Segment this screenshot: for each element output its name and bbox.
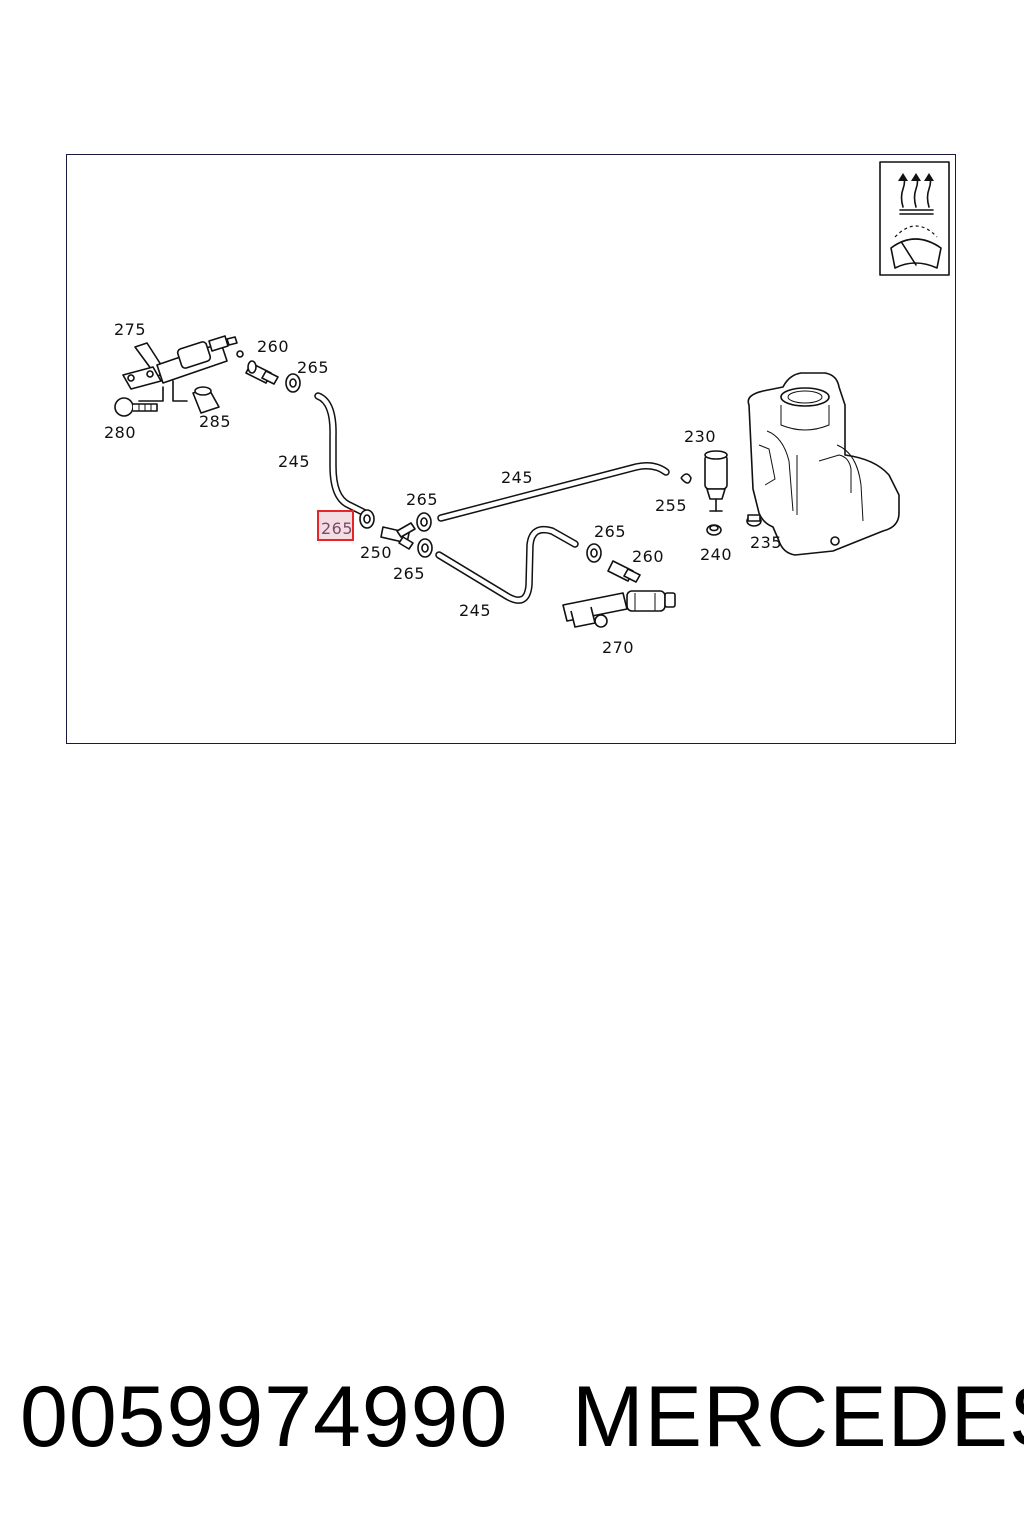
clamp-265-lower-right [586, 543, 602, 563]
callout-235: 235 [750, 533, 782, 552]
callout-260-upper: 260 [257, 337, 289, 356]
callout-265-upper: 265 [297, 358, 329, 377]
callout-265-mid-lower: 265 [393, 564, 425, 583]
brand-name: MERCEDES [572, 1369, 1024, 1465]
check-valve-260-upper [245, 360, 279, 385]
callout-265-highlighted[interactable]: 265 [321, 519, 353, 538]
washer-pump-230 [704, 450, 728, 512]
callout-255: 255 [655, 496, 687, 515]
grommet-240 [706, 524, 722, 536]
callout-260-lower: 260 [632, 547, 664, 566]
callout-265-mid-upper: 265 [406, 490, 438, 509]
clamp-265-mid-lower [417, 538, 433, 558]
part-number: 0059974990 [20, 1369, 509, 1465]
diagram-canvas: 275 260 265 280 285 245 265 250 265 265 … [104, 161, 950, 657]
nut-285 [192, 386, 220, 414]
bolt-280 [114, 397, 158, 417]
highlight-box[interactable] [317, 510, 354, 541]
cap-235 [746, 514, 762, 527]
nozzle-assembly-275 [122, 335, 244, 402]
clamp-265-mid-upper [416, 512, 432, 532]
nozzle-assembly-270 [562, 590, 676, 628]
clamp-265-upper [285, 373, 301, 393]
washer-reservoir [747, 372, 900, 556]
callout-265-lower-right: 265 [594, 522, 626, 541]
callout-275: 275 [114, 320, 146, 339]
hose-245-top [437, 462, 670, 522]
windshield-wiper-icon [890, 225, 942, 269]
product-caption: 0059974990 MERCEDES [0, 1372, 1024, 1462]
callout-250: 250 [360, 543, 392, 562]
hose-245-bottom [435, 525, 579, 604]
callout-285: 285 [199, 412, 231, 431]
clip-255 [680, 473, 692, 484]
callout-270: 270 [602, 638, 634, 657]
callout-240: 240 [700, 545, 732, 564]
headlamp-washer-icon [898, 173, 934, 215]
check-valve-260-lower [607, 560, 641, 583]
function-badge [879, 161, 950, 276]
hose-245-left [314, 392, 373, 519]
callout-280: 280 [104, 423, 136, 442]
callout-245-bottom: 245 [459, 601, 491, 620]
clamp-265-highlighted [359, 509, 375, 529]
callout-245-top: 245 [501, 468, 533, 487]
t-piece-250 [380, 522, 416, 550]
callout-230: 230 [684, 427, 716, 446]
parts-diagram: 275 260 265 280 285 245 265 250 265 265 … [66, 154, 956, 744]
callout-245-left: 245 [278, 452, 310, 471]
